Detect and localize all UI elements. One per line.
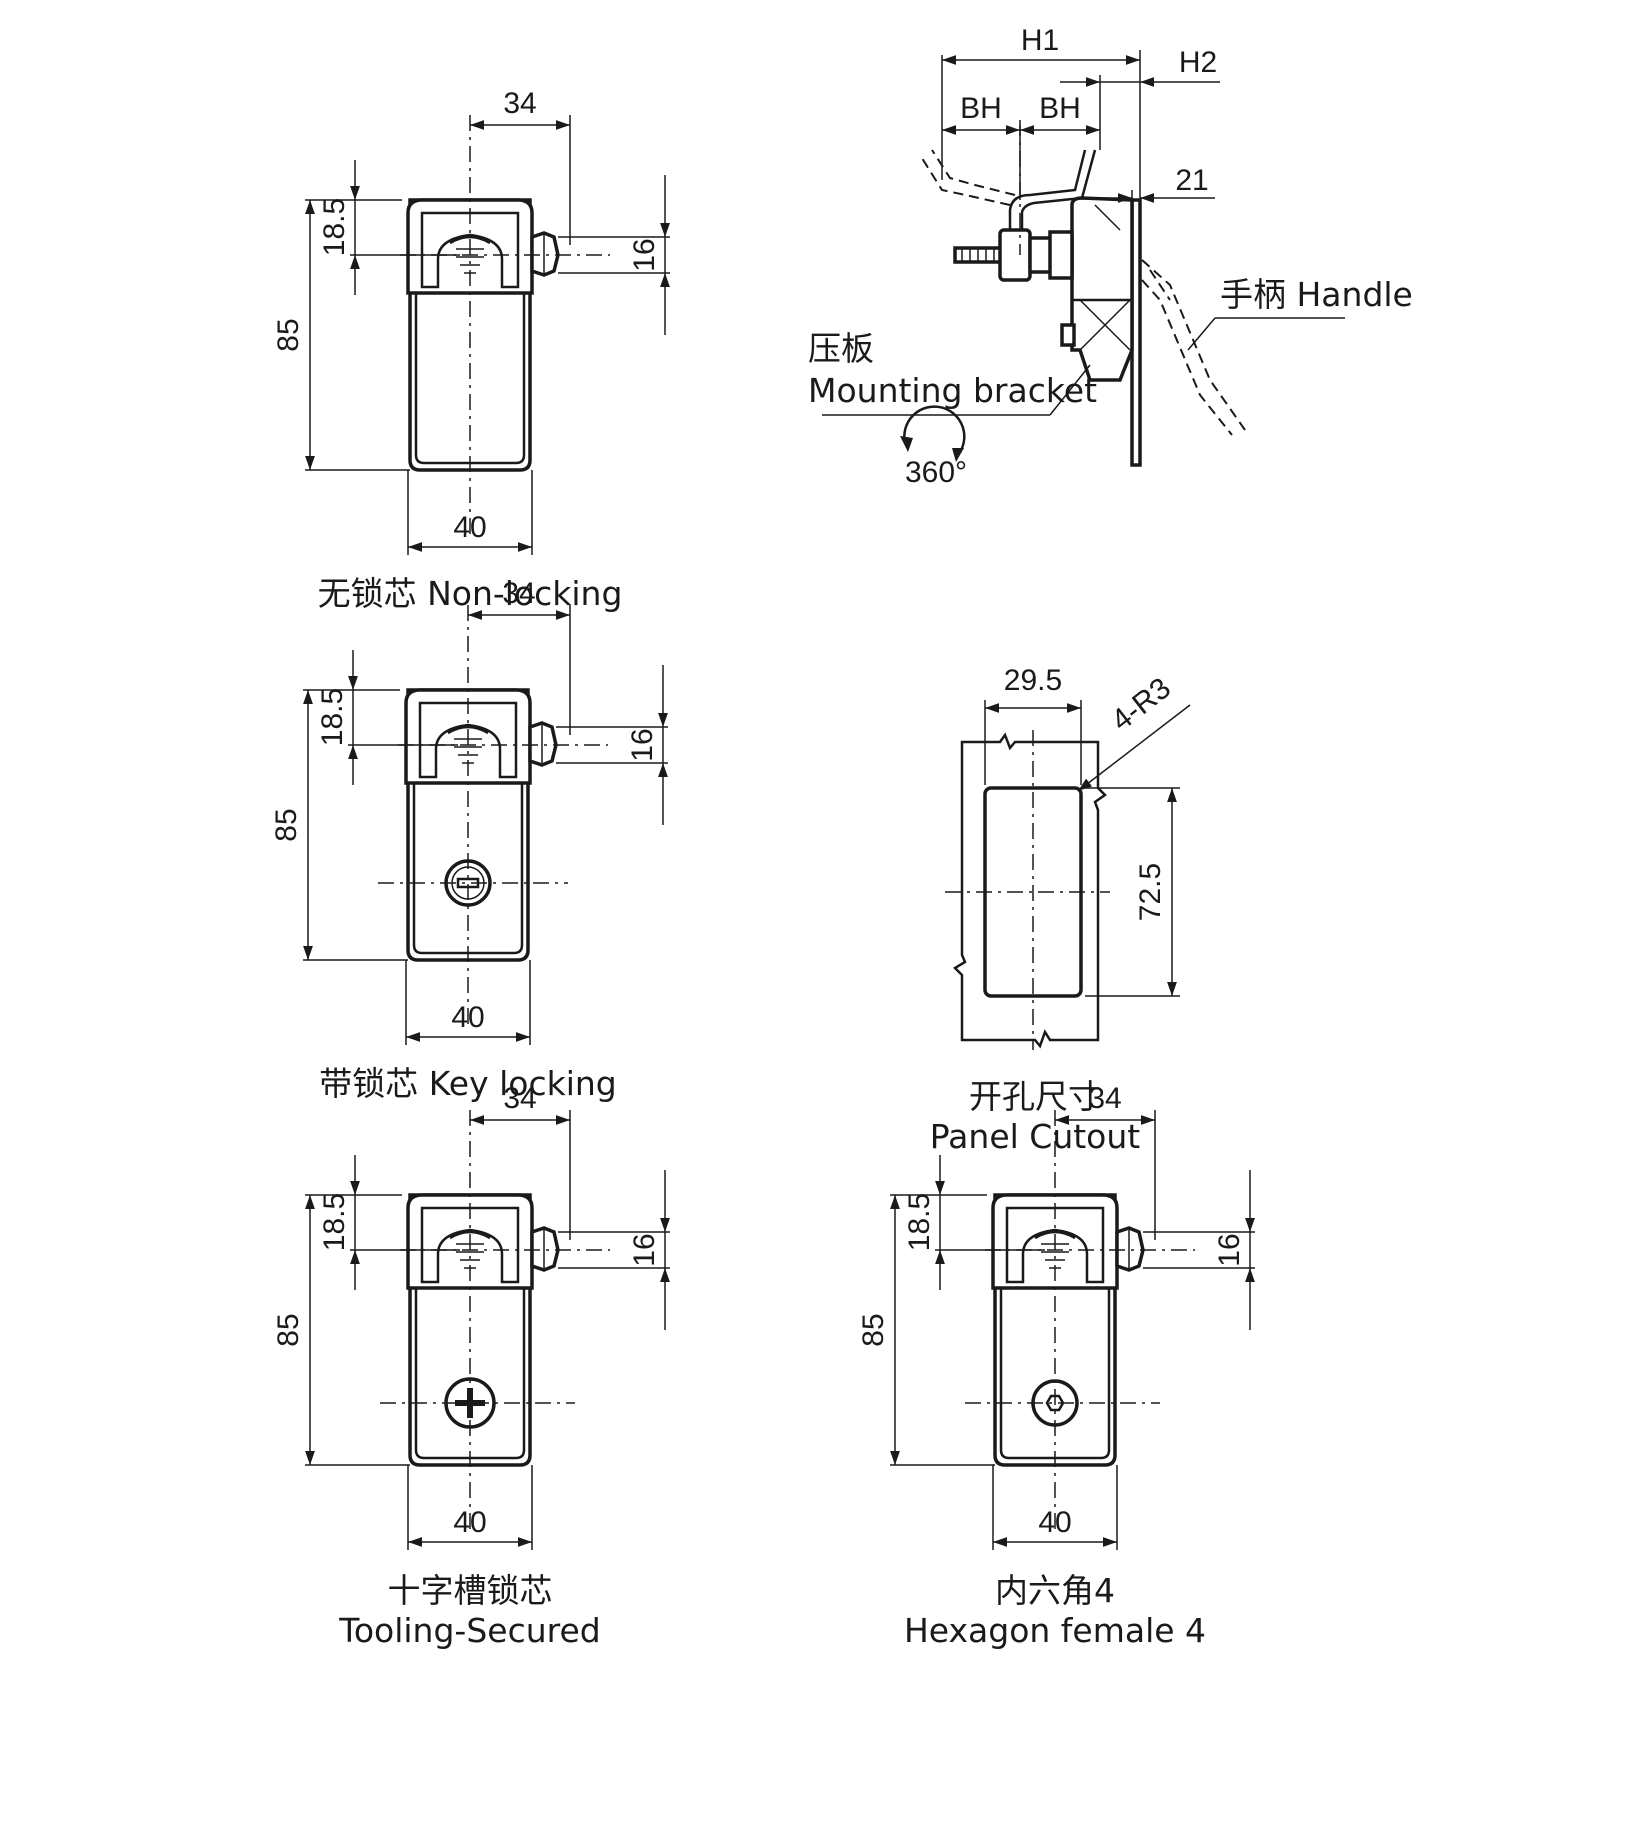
label-rotation: 360°	[905, 456, 967, 489]
dim-width-top: 34	[503, 1082, 536, 1115]
dim-width-bottom: 40	[453, 1506, 486, 1539]
label-bracket-cn: 压板	[808, 329, 874, 368]
dim-top-offset: 18.5	[903, 1193, 936, 1251]
dim-side: 16	[628, 1233, 661, 1266]
dim-width-top: 34	[502, 577, 535, 610]
dim-h1: H1	[1021, 24, 1059, 57]
dim-side: 16	[628, 238, 661, 271]
caption-hexagon-cn: 内六角4	[995, 1571, 1115, 1610]
dim-width-bottom: 40	[1038, 1506, 1071, 1539]
dim-width-top: 34	[1088, 1082, 1121, 1115]
dim-side: 16	[626, 728, 659, 761]
dim-height: 85	[272, 318, 305, 351]
dim-height: 85	[270, 808, 303, 841]
dim-cutout-width: 29.5	[1004, 664, 1062, 697]
dim-corner-radius: 4-R3	[1105, 671, 1177, 737]
dim-width-bottom: 40	[453, 511, 486, 544]
dim-width-top: 34	[503, 87, 536, 120]
dim-cutout-height: 72.5	[1134, 863, 1167, 921]
view-key-locking: 34 85 18.5 16 40 带锁芯 Key locking	[270, 577, 668, 1103]
view-hexagon: 34 85 18.5 16 40 内六角4 Hexagon female 4	[857, 1082, 1255, 1650]
view-tooling-secured: 34 85 18.5 16 40 十字槽锁芯 Tooling-Secured	[272, 1082, 670, 1650]
caption-cutout-en: Panel Cutout	[930, 1117, 1141, 1156]
dim-height: 85	[857, 1313, 890, 1346]
side-view: H1 H2 BH BH 21 手柄 Handle 压板 Mounting bra…	[808, 24, 1413, 489]
caption-tooling-en: Tooling-Secured	[338, 1611, 600, 1650]
dim-top-offset: 18.5	[318, 1193, 351, 1251]
dim-21: 21	[1175, 164, 1208, 197]
dim-height: 85	[272, 1313, 305, 1346]
dim-h2: H2	[1179, 46, 1217, 79]
dim-bh-left: BH	[960, 92, 1002, 125]
view-non-locking: 34 85 18.5 16 40 无锁芯 Non-locking	[272, 87, 670, 613]
dim-side: 16	[1213, 1233, 1246, 1266]
caption-tooling-cn: 十字槽锁芯	[388, 1571, 553, 1610]
caption-cutout-cn: 开孔尺寸	[969, 1077, 1101, 1116]
dim-top-offset: 18.5	[316, 688, 349, 746]
caption-key-locking: 带锁芯 Key locking	[319, 1064, 616, 1103]
caption-non-locking: 无锁芯 Non-locking	[318, 574, 623, 613]
dim-top-offset: 18.5	[318, 198, 351, 256]
panel-cutout-view: 29.5 4-R3 72.5 开孔尺寸 Panel Cutout	[930, 664, 1191, 1156]
label-bracket-en: Mounting bracket	[808, 371, 1097, 410]
label-handle: 手柄 Handle	[1220, 275, 1413, 314]
rotation-arrow-icon	[903, 405, 966, 456]
caption-hexagon-en: Hexagon female 4	[904, 1611, 1206, 1650]
dim-width-bottom: 40	[451, 1001, 484, 1034]
dim-bh-right: BH	[1039, 92, 1081, 125]
